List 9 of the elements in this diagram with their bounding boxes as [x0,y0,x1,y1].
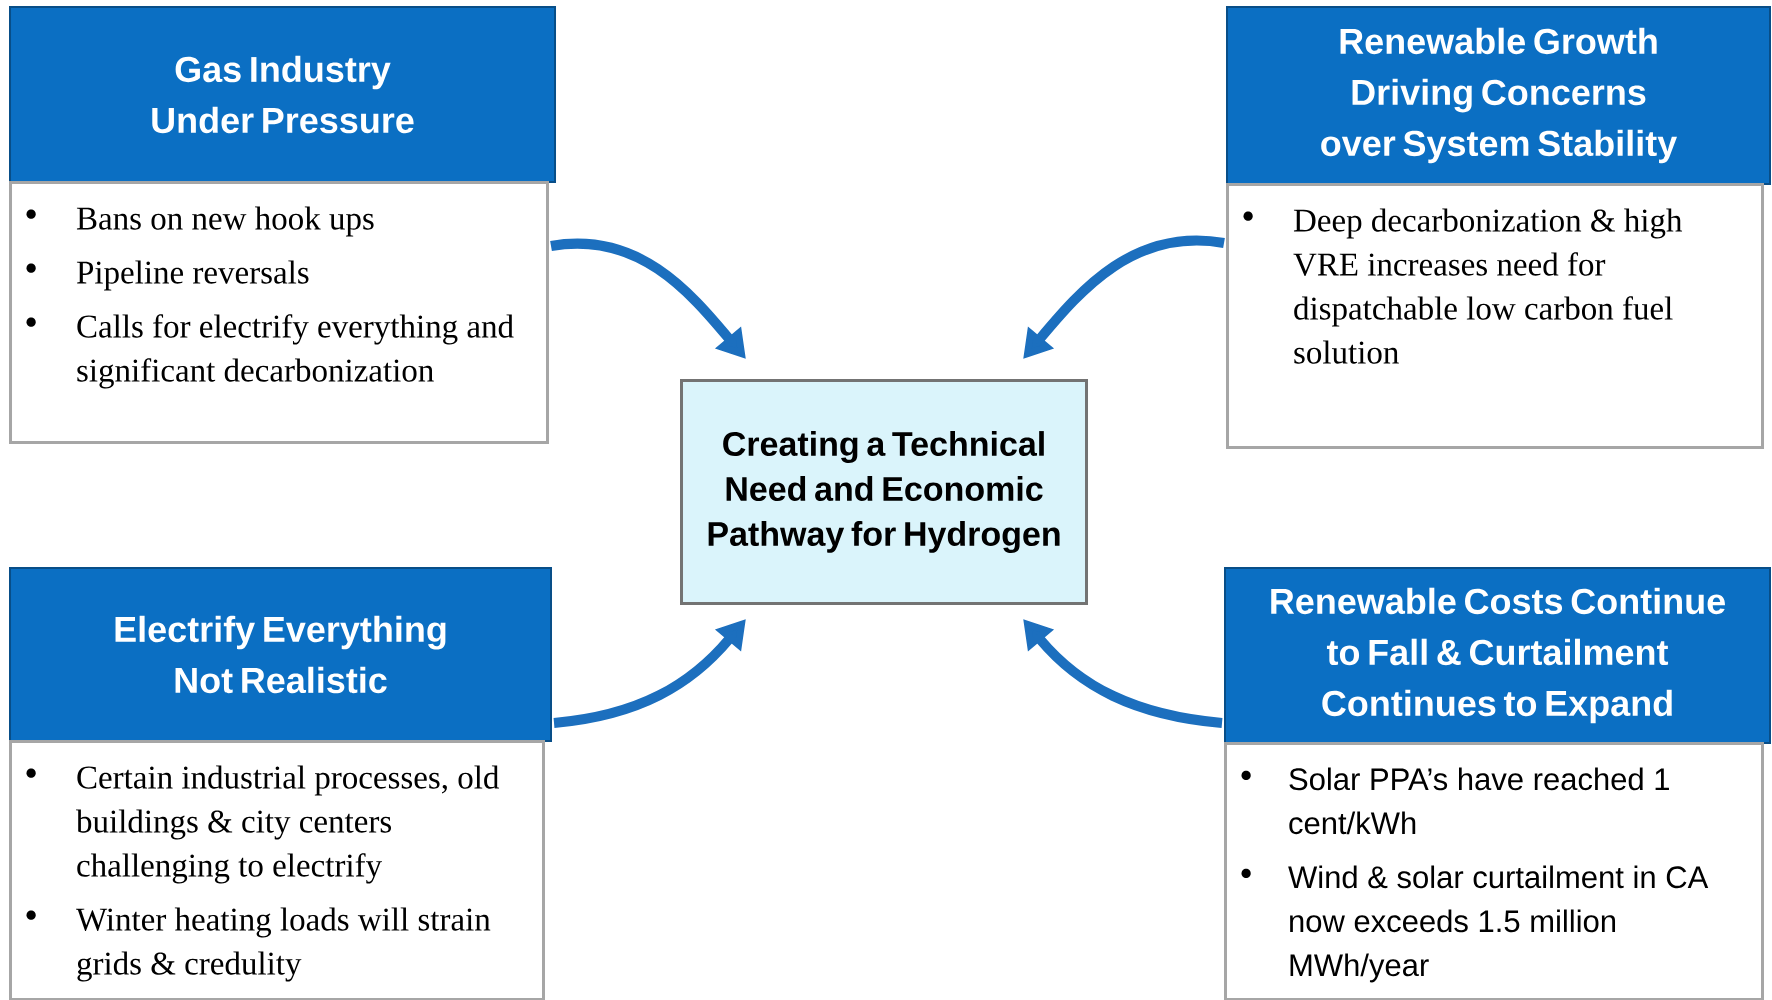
header-box: Gas Industry Under Pressure [9,6,556,183]
center-box: Creating a Technical Need and Economic Pathway for Hydrogen [680,379,1088,605]
header-box: Renewable Costs Continue to Fall & Curtailment Continues to Expand [1224,567,1771,744]
bullet-list-box: Solar PPA’s have reached 1 cent/kWh Wind & solar curtailment in CA now exceeds 1.5 million MWh/year [1224,742,1764,1000]
header-box: Electrify Everything Not Realistic [9,567,552,742]
bullet-list-box: Deep decarbonization & high VRE increases need for dispatchable low carbon fuel solution [1226,183,1764,449]
header-box: Renewable Growth Driving Concerns over System Stability [1226,6,1771,185]
bullet-list-box: Bans on new hook ups Pipeline reversals Calls for electrify everything and significant decarbonization [9,181,549,444]
bullet-list-box: Certain industrial processes, old buildings & city centers challenging to electrify Winter heating loads will strain grids & credulity [9,740,545,1000]
